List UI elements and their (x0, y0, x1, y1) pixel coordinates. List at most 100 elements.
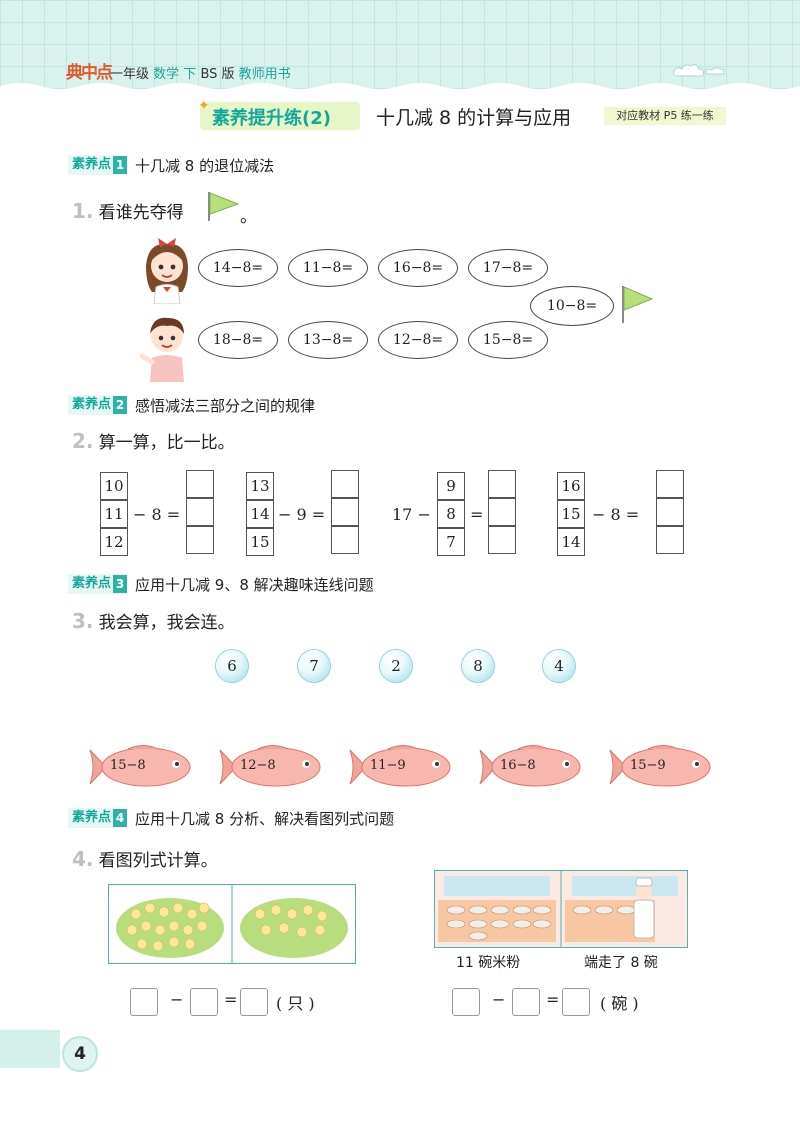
finish-flag-icon (622, 286, 654, 323)
fish-icon (89, 745, 191, 787)
flag-icon (208, 192, 240, 221)
fish-card[interactable]: 11−9 (348, 742, 452, 796)
answer-box[interactable] (190, 988, 218, 1016)
answer-bubble[interactable]: 6 (216, 650, 248, 682)
answer-cell[interactable] (656, 470, 684, 498)
section-badge-2: 素养点 2 感悟减法三部分之间的规律 (68, 395, 315, 415)
number-cell: 14 (557, 528, 585, 556)
answer-cell[interactable] (186, 526, 214, 554)
number-cell: 12 (100, 528, 128, 556)
page-subtitle: 十几减 8 的计算与应用 (376, 107, 572, 129)
section-description: 感悟减法三部分之间的规律 (135, 396, 316, 415)
answer-bubble[interactable]: 2 (380, 650, 412, 682)
book-info: 一年级 数学 下 BS 版 教师用书 (110, 63, 291, 82)
page-title: 素养提升练(2) (212, 108, 331, 129)
header-wave (0, 83, 800, 98)
question-text: 看图列式计算。 (98, 851, 218, 871)
compare-group-d: 16 15 14 (557, 472, 585, 556)
answer-cell[interactable] (331, 526, 359, 554)
number-cell: 15 (557, 500, 585, 528)
caption-bowls-total: 11 碗米粉 (456, 955, 521, 971)
equation-oval: 13−8= (288, 321, 368, 359)
number-cell: 7 (437, 528, 465, 556)
badge-number: 4 (113, 809, 128, 827)
edition-label: BS 版 (200, 67, 235, 82)
operator-label: − 8 = (133, 505, 181, 524)
fish-equation: 16−8 (500, 758, 536, 773)
answer-column (186, 470, 214, 554)
answer-cell[interactable] (656, 498, 684, 526)
number-cell: 9 (437, 472, 465, 500)
answer-cell[interactable] (488, 470, 516, 498)
equation-oval: 16−8= (378, 249, 458, 287)
question-4-header: 4. 看图列式计算。 (72, 846, 218, 871)
answer-box[interactable] (562, 988, 590, 1016)
title-plate (200, 102, 360, 130)
fish-card[interactable]: 15−8 (88, 742, 192, 796)
section-description: 应用十几减 9、8 解决趣味连线问题 (135, 575, 374, 594)
equation-oval: 14−8= (198, 249, 278, 287)
answer-box[interactable] (130, 988, 158, 1016)
section-description: 十几减 8 的退位减法 (135, 156, 275, 175)
answer-cell[interactable] (186, 498, 214, 526)
answer-cell[interactable] (331, 470, 359, 498)
equation-oval: 17−8= (468, 249, 548, 287)
unit-label: ( 只 ) (276, 994, 315, 1013)
girl-avatar (146, 238, 188, 304)
answer-bubble[interactable]: 8 (462, 650, 494, 682)
badge-number: 1 (113, 156, 128, 174)
number-cell: 10 (100, 472, 128, 500)
answer-bubble[interactable]: 4 (543, 650, 575, 682)
question-number: 4. (72, 847, 94, 871)
page-number: 4 (62, 1036, 98, 1072)
fish-card[interactable]: 12−8 (218, 742, 322, 796)
badge-number: 2 (113, 396, 128, 414)
answer-box[interactable] (512, 988, 540, 1016)
compare-group-b: 13 14 15 (246, 472, 274, 556)
answer-cell[interactable] (331, 498, 359, 526)
fish-icon (219, 745, 321, 787)
equals-sign: = (224, 990, 238, 1009)
fish-icon (609, 745, 711, 787)
header-band (0, 0, 800, 92)
question-number: 1. (72, 199, 94, 223)
compare-group-a: 10 11 12 (100, 472, 128, 556)
operator-label: − 8 = (592, 505, 640, 524)
subject-label: 数学 下 (153, 67, 197, 82)
fish-card[interactable]: 16−8 (478, 742, 582, 796)
finish-oval: 10−8= (530, 286, 614, 326)
answer-cell[interactable] (488, 526, 516, 554)
question-text: 看谁先夺得 (98, 203, 184, 223)
number-cell: 11 (100, 500, 128, 528)
number-cell: 16 (557, 472, 585, 500)
grade-label: 一年级 (110, 67, 150, 82)
minus-sign: − (170, 990, 184, 1009)
question-number: 2. (72, 429, 94, 453)
question-3-header: 3. 我会算，我会连。 (72, 608, 235, 633)
unit-label: ( 碗 ) (600, 994, 639, 1013)
book-type-label: 教师用书 (238, 67, 291, 82)
sparkle-icon: ✦ (198, 98, 210, 114)
answer-bubble[interactable]: 7 (298, 650, 330, 682)
answer-box[interactable] (240, 988, 268, 1016)
fish-card[interactable]: 15−9 (608, 742, 712, 796)
brand-logo: 典中点 (66, 63, 113, 83)
answer-column (488, 470, 516, 554)
boy-avatar (139, 317, 184, 382)
page-number-band (0, 1030, 60, 1068)
section-badge-1: 素养点 1 十几减 8 的退位减法 (68, 155, 274, 175)
badge-label: 素养点 (68, 574, 114, 594)
number-cell: 15 (246, 528, 274, 556)
answer-box[interactable] (452, 988, 480, 1016)
fish-icon (349, 745, 451, 787)
minus-sign: − (492, 990, 506, 1009)
badge-label: 素养点 (68, 155, 114, 175)
lead-label: 17 − (392, 505, 431, 524)
cloud-icon (673, 64, 725, 77)
fish-equation: 11−9 (370, 758, 406, 773)
equation-oval: 18−8= (198, 321, 278, 359)
answer-cell[interactable] (186, 470, 214, 498)
answer-cell[interactable] (656, 526, 684, 554)
operator-label: = (470, 505, 484, 524)
answer-cell[interactable] (488, 498, 516, 526)
